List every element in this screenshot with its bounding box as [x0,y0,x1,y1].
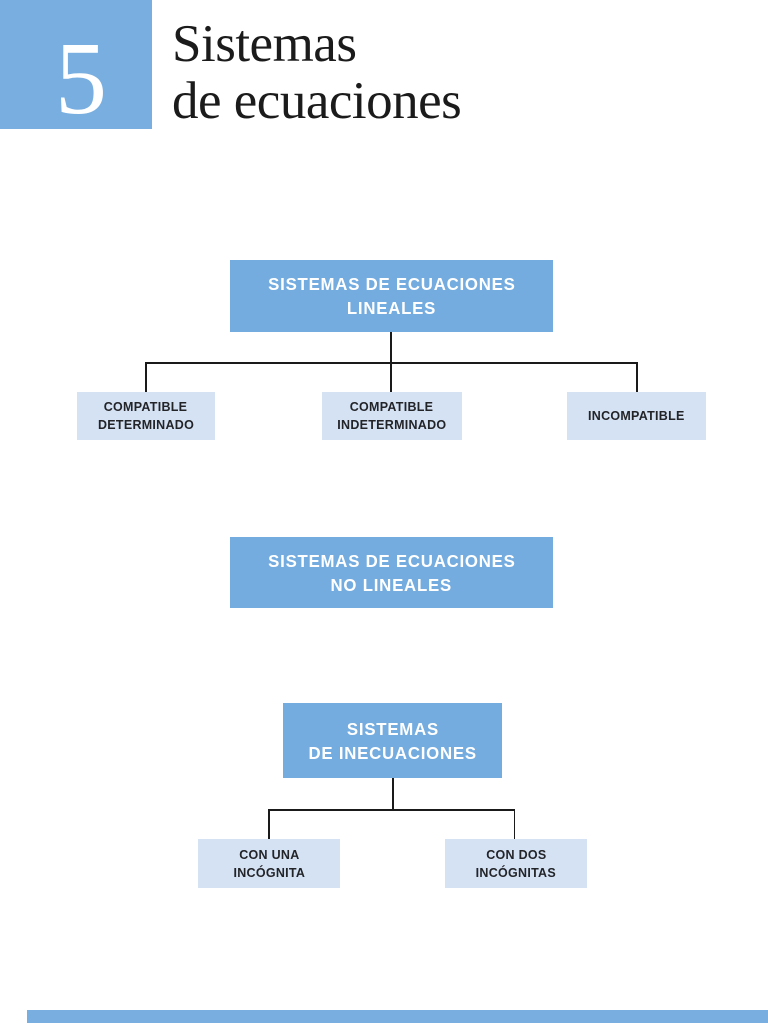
box-label-line: COMPATIBLE [104,399,188,414]
box-label-line: CON DOS [485,846,547,862]
diagram-box-sistemas-de-inecuaciones: SISTEMAS DE INECUACIONES [283,703,502,778]
connector-horizontal [268,809,515,811]
page-title-line1: Sistemas [172,15,357,73]
box-label-line: INCÓGNITA [233,864,305,880]
chapter-number: 5 [55,20,107,136]
footer-accent-bar [27,1010,768,1023]
diagram-box-sistemas-ecuaciones-no-lineales: SISTEMAS DE ECUACIONES NO LINEALES [230,537,553,608]
diagram-box-con-dos-incognitas: CON DOS INCÓGNITAS [445,839,587,888]
box-label-line: LINEALES [346,298,437,318]
connector-drop-right [513,809,515,839]
diagram-box-con-una-incognita: CON UNA INCÓGNITA [198,839,340,888]
diagram-box-compatible-indeterminado: COMPATIBLE INDETERMINADO [322,392,462,440]
diagram-box-sistemas-ecuaciones-lineales: SISTEMAS DE ECUACIONES LINEALES [230,260,553,332]
box-label-line: INCOMPATIBLE [588,408,685,423]
box-label-line: SISTEMAS DE ECUACIONES [267,550,516,571]
chapter-number-badge: 5 [0,0,152,136]
box-label-line: SISTEMAS DE ECUACIONES [267,274,516,294]
box-label-line: INDETERMINADO [337,417,447,432]
page-title-line2: de ecuaciones [172,72,462,130]
box-label-line: SISTEMAS [346,718,439,739]
box-label-line: DETERMINADO [97,417,195,432]
connector-drop-center [390,362,392,392]
connector-vertical [392,778,394,810]
connector-vertical [390,332,392,363]
page-title: Sistemas de ecuaciones [172,15,462,130]
diagram-box-compatible-determinado: COMPATIBLE DETERMINADO [77,392,215,440]
box-label-line: NO LINEALES [330,574,453,595]
connector-drop-left [268,809,270,839]
box-label-line: INCÓGNITAS [475,864,557,880]
box-label-line: COMPATIBLE [350,399,434,414]
connector-drop-right [636,362,638,392]
diagram-box-incompatible: INCOMPATIBLE [567,392,706,440]
box-label-line: CON UNA [238,846,300,862]
box-label-line: DE INECUACIONES [308,742,477,763]
connector-drop-left [145,362,147,392]
